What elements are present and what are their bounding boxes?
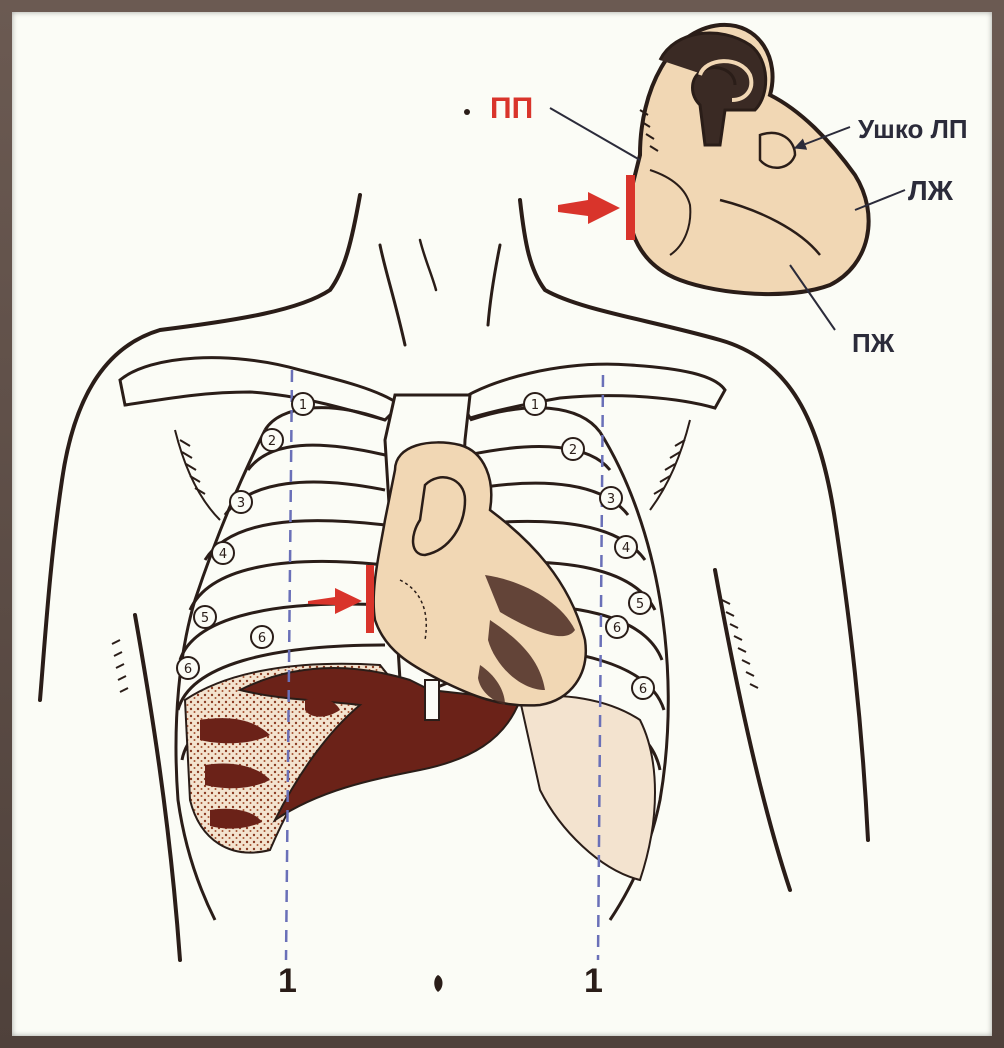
label-right-atrium: ПП xyxy=(490,92,533,125)
rib-number-right-4: 4 xyxy=(622,541,630,556)
label-right-ventricle: ПЖ xyxy=(852,328,895,358)
rib-number-left-5: 5 xyxy=(201,611,209,626)
midclavicular-label-left: 1 xyxy=(278,962,297,1000)
rib-number-left-4: 4 xyxy=(219,547,227,562)
rib-number-left-6: 6 xyxy=(258,631,266,646)
midclavicular-label-right: 1 xyxy=(584,962,603,1000)
rib-number-left-2: 2 xyxy=(268,434,276,449)
rib-number-left-7: 6 xyxy=(184,662,192,677)
rib-number-right-3: 3 xyxy=(607,492,615,507)
rib-number-left-1: 1 xyxy=(299,398,307,413)
lung-right-lower xyxy=(520,696,655,880)
rib-number-left-3: 3 xyxy=(237,496,245,511)
navel-mark xyxy=(434,975,442,992)
label-left-atrium-auricle: Ушко ЛП xyxy=(858,114,968,144)
label-left-ventricle: ЛЖ xyxy=(908,175,954,206)
rib-number-right-6: 6 xyxy=(613,621,621,636)
dot-marker xyxy=(464,109,470,115)
rib-number-right-5: 5 xyxy=(636,597,644,612)
rib-number-right-1: 1 xyxy=(531,398,539,413)
inset-heart xyxy=(558,25,869,294)
thorax-arrow xyxy=(308,565,374,633)
rib-number-right-7: 6 xyxy=(639,682,647,697)
rib-number-right-2: 2 xyxy=(569,443,577,458)
